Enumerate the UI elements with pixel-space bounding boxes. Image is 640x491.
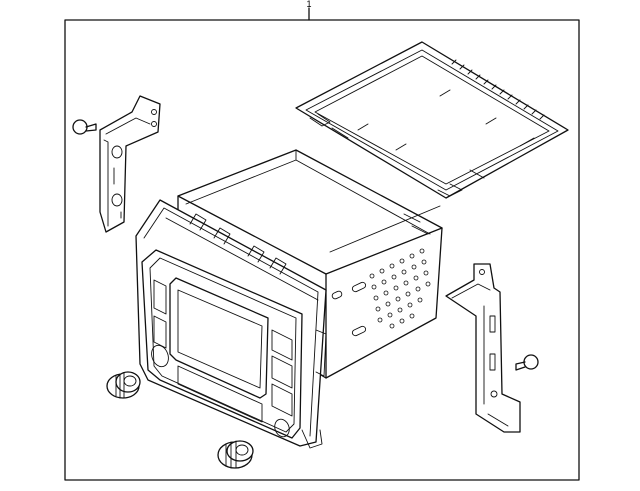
left-mounting-bracket (99, 95, 161, 233)
display-screen (169, 277, 269, 399)
vent-holes (369, 248, 431, 329)
right-mounting-bracket (445, 263, 521, 433)
knob-hole-left (151, 344, 169, 368)
volume-knob (106, 371, 141, 399)
top-cover-plate (295, 41, 569, 199)
screw-left (72, 119, 97, 135)
front-faceplate (135, 199, 327, 449)
knob-hole-right (274, 418, 290, 438)
diagram-frame (64, 19, 580, 481)
tune-knob (217, 440, 254, 469)
callout-1: 1 (306, 0, 312, 21)
callout-label: 1 (306, 0, 311, 9)
screw-right (515, 354, 539, 371)
